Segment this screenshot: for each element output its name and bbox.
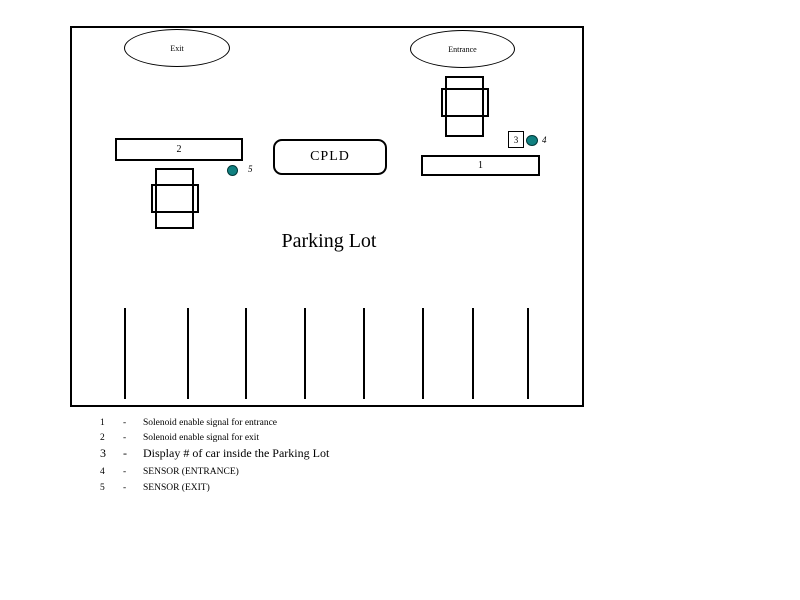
entrance-label: Entrance (448, 44, 477, 54)
parking-space-divider (422, 308, 424, 399)
exit-sensor-number: 5 (248, 164, 253, 174)
parking-space-divider (527, 308, 529, 399)
legend-row-1: 1 - Solenoid enable signal for entrance (100, 418, 277, 428)
legend-row-4: 4 - SENSOR (ENTRANCE) (100, 467, 239, 477)
entrance-ellipse: Entrance (410, 30, 515, 68)
legend-row-3: 3 - Display # of car inside the Parking … (100, 446, 329, 461)
exit-gate-horizontal-rect (151, 184, 199, 213)
legend-number: 2 (100, 433, 105, 443)
car-count-display-number: 3 (513, 134, 519, 145)
cpld-label: CPLD (310, 149, 350, 164)
parking-space-divider (472, 308, 474, 399)
legend-text: SENSOR (EXIT) (143, 483, 210, 493)
parking-space-divider (363, 308, 365, 399)
legend-number: 4 (100, 467, 105, 477)
entrance-solenoid-signal-number: 1 (478, 160, 483, 171)
legend-dash: - (123, 467, 127, 477)
exit-sensor-dot (227, 165, 238, 176)
legend-text: Solenoid enable signal for exit (143, 433, 260, 443)
legend-number: 3 (100, 446, 106, 460)
legend-dash: - (123, 418, 127, 428)
cpld-block: CPLD (273, 139, 387, 175)
legend-dash: - (123, 483, 127, 493)
legend-text: Display # of car inside the Parking Lot (143, 446, 330, 460)
parking-lot-boundary (70, 26, 584, 407)
legend-number: 5 (100, 483, 105, 493)
parking-space-divider (124, 308, 126, 399)
entrance-sensor-number: 4 (542, 135, 547, 145)
car-count-display-box: 3 (508, 131, 524, 148)
exit-solenoid-signal-box: 2 (115, 138, 243, 161)
legend-number: 1 (100, 418, 105, 428)
parking-space-divider (245, 308, 247, 399)
entrance-solenoid-signal-box: 1 (421, 155, 540, 176)
entrance-sensor-dot (526, 135, 538, 146)
entrance-gate-horizontal-rect (441, 88, 489, 117)
entrance-gate-vertical-rect (445, 76, 484, 137)
legend-row-2: 2 - Solenoid enable signal for exit (100, 433, 259, 443)
exit-label: Exit (170, 43, 184, 53)
legend-text: SENSOR (ENTRANCE) (143, 467, 239, 477)
exit-gate-vertical-rect (155, 168, 194, 229)
legend-dash: - (123, 433, 127, 443)
exit-ellipse: Exit (124, 29, 230, 67)
exit-solenoid-signal-number: 2 (176, 144, 182, 155)
parking-space-divider (187, 308, 189, 399)
legend-text: Solenoid enable signal for entrance (143, 418, 278, 428)
legend-dash: - (123, 446, 127, 460)
legend-row-5: 5 - SENSOR (EXIT) (100, 483, 210, 493)
parking-lot-title: Parking Lot (281, 230, 377, 252)
parking-space-divider (304, 308, 306, 399)
